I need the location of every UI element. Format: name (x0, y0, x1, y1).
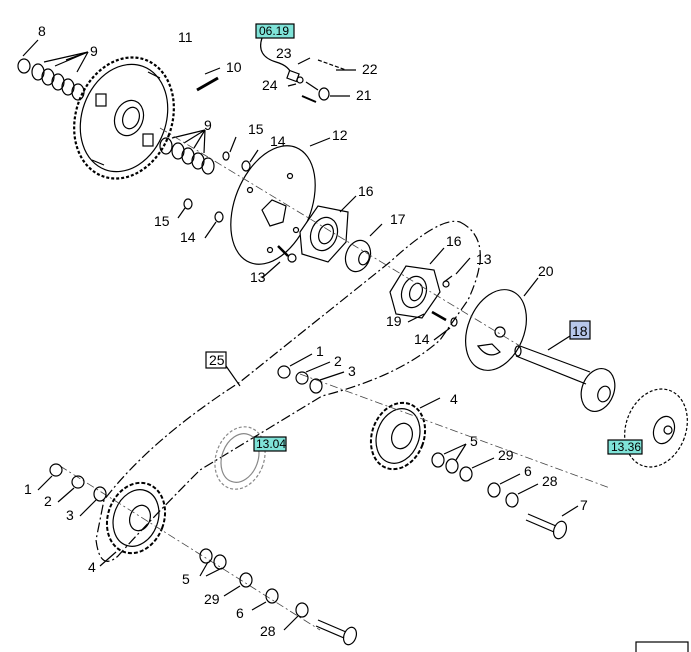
part-label-14-lower: 14 (180, 229, 196, 245)
part-label-3-upper: 3 (348, 363, 356, 379)
part-label-9-upper: 9 (90, 43, 98, 59)
hardware-stack-right (431, 443, 539, 508)
part-label-11: 11 (178, 29, 193, 45)
bolt-13-lower (261, 245, 297, 279)
chain-25 (95, 220, 481, 562)
part-label-28-right: 28 (542, 473, 558, 489)
reference-box-06-19 (255, 23, 295, 39)
bolt-13-upper (442, 257, 471, 288)
sprocket-4-lower (99, 481, 167, 567)
hardware-stack-lower (199, 548, 309, 631)
bolt-19-washer-14 (407, 310, 458, 341)
snap-ring-group-middle (159, 129, 215, 175)
bearing-flange-16-lower (389, 247, 445, 319)
reference-sprocket-13-04 (214, 426, 266, 490)
part-label-28-lower: 28 (260, 623, 276, 639)
bearing-17 (344, 223, 383, 273)
pin-10 (196, 67, 221, 92)
part-label-9-middle: 9 (204, 117, 212, 133)
part-label-17: 17 (390, 211, 406, 227)
part-label-16-lower: 16 (446, 233, 462, 249)
sensor-assembly (260, 37, 356, 103)
part-label-29-lower: 29 (204, 591, 220, 607)
hardware-stack-left (37, 463, 107, 517)
part-label-15-lower: 15 (154, 213, 170, 229)
bearing-flange-16-upper (299, 195, 357, 263)
part-label-10: 10 (226, 59, 242, 75)
part-label-4-lower: 4 (88, 559, 96, 575)
part-label-1-upper: 1 (316, 343, 324, 359)
reference-box-13-04 (253, 436, 287, 452)
part-label-5-lower: 5 (182, 571, 190, 587)
part-label-5-right: 5 (470, 433, 478, 449)
sprocket-4-upper (369, 397, 441, 471)
guard-plate-20 (465, 277, 539, 371)
part-label-25: 25 (209, 352, 225, 368)
part-label-18: 18 (572, 323, 588, 339)
part-label-15-upper: 15 (248, 121, 264, 137)
part-label-16-upper: 16 (358, 183, 374, 199)
part-label-14-upper: 14 (270, 133, 286, 149)
part-label-3-left: 3 (66, 507, 74, 523)
part-label-8: 8 (38, 23, 46, 39)
bolt-7-lower (315, 619, 358, 646)
part-label-24: 24 (262, 77, 278, 93)
part-label-29-right: 29 (498, 447, 514, 463)
reference-label-13-04: 13.04 (256, 437, 286, 451)
part-label-2-upper: 2 (334, 353, 342, 369)
part-label-13-upper: 13 (476, 251, 492, 267)
part-label-4-upper: 4 (450, 391, 458, 407)
reference-label-06-19: 06.19 (259, 24, 289, 38)
assembly-axis-lines (59, 127, 611, 631)
shaft-18 (514, 335, 616, 412)
part-label-13-lower: 13 (250, 269, 266, 285)
part-label-21: 21 (356, 87, 372, 103)
part-label-22: 22 (362, 61, 378, 77)
corner-frame (635, 641, 689, 652)
snap-ring-group-upper (17, 39, 89, 101)
part-label-1-left: 1 (24, 481, 32, 497)
bolt-7 (525, 505, 579, 540)
washer-14-15-upper (222, 136, 259, 172)
large-sprocket-11 (73, 56, 175, 180)
part-label-6-lower: 6 (236, 605, 244, 621)
part-label-2-left: 2 (44, 493, 52, 509)
part-label-23: 23 (276, 45, 292, 61)
part-label-6-right: 6 (524, 463, 532, 479)
part-label-20: 20 (538, 263, 554, 279)
reference-label-13-36: 13.36 (611, 440, 641, 454)
hardware-stack-upper (277, 353, 345, 394)
hub-assembly (624, 388, 688, 468)
part-label-12: 12 (332, 127, 348, 143)
part-label-7: 7 (580, 497, 588, 513)
highlight-box-18 (569, 320, 591, 340)
part-label-14-right: 14 (414, 331, 430, 347)
washer-14-15-lower (177, 198, 224, 239)
reference-box-13-36 (607, 439, 643, 455)
label-box-25 (205, 351, 227, 369)
part-label-19: 19 (386, 313, 402, 329)
